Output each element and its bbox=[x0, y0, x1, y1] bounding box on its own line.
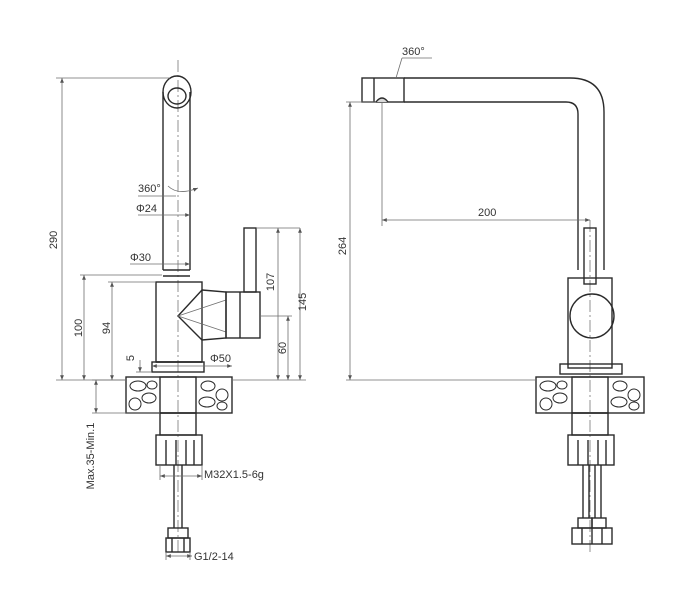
dim-countertop-label: Max.35-Min.1 bbox=[85, 423, 97, 490]
dim-handle-60-label: 60 bbox=[277, 342, 289, 354]
side-view: 264 200 360° bbox=[337, 46, 645, 555]
front-body bbox=[151, 227, 261, 373]
front-countertop bbox=[125, 376, 233, 414]
dim-spout-diameter-label: Φ24 bbox=[136, 203, 157, 215]
dim-side-height-label: 264 bbox=[337, 237, 349, 255]
dim-total-height-label: 290 bbox=[48, 231, 60, 249]
side-countertop bbox=[535, 376, 645, 414]
front-spout-cap bbox=[162, 75, 192, 109]
dim-60 bbox=[260, 315, 292, 380]
side-body bbox=[559, 277, 623, 375]
dim-94 bbox=[108, 281, 156, 380]
side-spout-arm bbox=[404, 77, 605, 270]
dim-countertop bbox=[92, 379, 160, 414]
side-hoses bbox=[571, 465, 613, 545]
dim-107 bbox=[256, 227, 300, 380]
front-view: 290 100 94 5 Max.35-Min.1 bbox=[48, 60, 309, 563]
dim-reach-label: 200 bbox=[478, 207, 496, 219]
dim-handle-145-label: 145 bbox=[297, 293, 309, 311]
dim-264 bbox=[346, 101, 536, 381]
dim-thread bbox=[159, 465, 203, 480]
dim-hose-label: G1/2-14 bbox=[194, 551, 234, 563]
side-handle bbox=[583, 227, 597, 285]
front-swivel-arc bbox=[138, 185, 199, 197]
front-spout-tube bbox=[162, 92, 191, 277]
dim-body-100-label: 100 bbox=[73, 319, 85, 337]
dim-hose bbox=[165, 552, 192, 560]
dim-5 bbox=[136, 360, 152, 373]
dim-swivel-front-label: 360° bbox=[138, 183, 161, 195]
dim-base-5-label: 5 bbox=[125, 355, 137, 361]
dim-200 bbox=[381, 102, 590, 226]
side-swivel-indicator bbox=[395, 57, 432, 79]
dim-body-94-label: 94 bbox=[101, 322, 113, 334]
dim-thread-label: M32X1.5-6g bbox=[204, 469, 264, 481]
dim-145 bbox=[232, 228, 306, 381]
dim-body-diameter-label: Φ30 bbox=[130, 252, 151, 264]
front-shank bbox=[155, 412, 203, 466]
dim-100 bbox=[80, 274, 162, 380]
dim-swivel-side-label: 360° bbox=[402, 46, 425, 58]
side-shank bbox=[567, 412, 615, 466]
dim-handle-107-label: 107 bbox=[265, 273, 277, 291]
dim-base-diameter-label: Φ50 bbox=[210, 353, 231, 365]
side-spout-head bbox=[361, 77, 405, 103]
